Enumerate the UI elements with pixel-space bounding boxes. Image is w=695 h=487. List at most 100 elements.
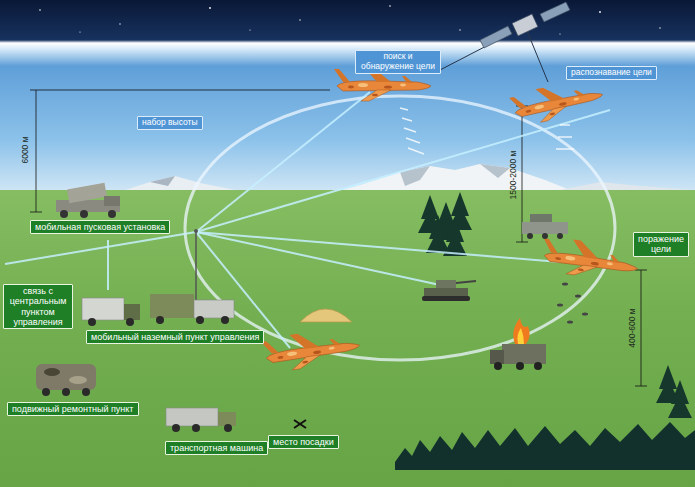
component-label: мобильная пусковая установка [30,220,170,234]
dimension-lines [516,242,528,243]
trees [418,192,692,418]
ground [0,190,695,487]
trees [668,380,692,418]
node-text: распознавание цели [571,68,652,78]
radar-vehicle [557,233,563,239]
radio-links [5,232,196,264]
ground-control-vehicles [82,294,234,326]
bombs [575,295,581,298]
stars [389,5,391,7]
ground-control-vehicles [150,294,194,318]
sensor-beams [556,148,574,150]
bombs [582,313,588,316]
landing-mark [294,420,306,428]
dimension-label: 400-600 м [628,308,637,347]
dimension-lines [30,90,647,386]
launcher-vehicle [67,183,107,203]
trees [443,218,467,256]
dimension-lines [522,106,523,242]
sensor-beams [406,138,420,143]
dimension-lines [30,90,330,91]
stars [119,23,120,24]
transport-vehicle [166,408,236,432]
sensor-beams [408,148,424,154]
transport-vehicle [218,412,236,426]
radar-vehicle [542,233,548,239]
ground-control-vehicles [196,316,204,324]
stage-label: поиск и обнаружение цели [355,50,441,74]
repair-vehicle [82,388,90,396]
trees [426,215,450,253]
ground-control-vehicles [82,298,124,320]
transport-vehicle [166,408,218,426]
node-text: место посадки [273,437,334,447]
repair-vehicle [69,376,87,384]
stars [79,31,80,32]
satellite [440,26,525,70]
ground-control-vehicles [156,316,164,324]
tank [436,280,456,288]
target-vehicle [516,362,524,370]
dimension-lines [635,386,647,387]
bombs [562,283,568,286]
stage-label: распознавание цели [566,66,657,80]
satellite [512,14,538,36]
illustration [509,76,606,128]
ground-control-vehicles [124,304,140,320]
bombs [557,304,563,307]
target-vehicle [534,362,542,370]
dimension-lines [641,270,642,386]
radio-links [196,92,370,232]
target-vehicle [490,318,546,370]
radar-vehicle [530,214,552,222]
launcher-vehicle [56,183,120,218]
launcher-vehicle [104,196,120,206]
mountains [480,164,510,178]
radar-vehicle [527,233,533,239]
illustration [539,235,640,283]
node-text: набор высоты [142,118,198,128]
component-label: связь с центральным пунктом управления [3,284,73,329]
tank [424,288,468,297]
satellite [525,26,548,82]
satellite [480,26,512,48]
mountains [400,166,430,186]
sensor-beams [400,108,408,110]
launcher-vehicle [60,210,68,218]
stars [659,27,660,28]
radar-vehicle [522,214,568,239]
stars [39,9,41,11]
antenna-mast [195,232,197,300]
satellite [540,2,570,22]
repair-vehicle [44,368,60,376]
target-vehicle [513,318,529,344]
launcher-vehicle [108,210,116,218]
node-text: поиск и обнаружение цели [360,52,436,72]
launcher-vehicle [80,210,88,218]
component-label: транспортная машина [165,441,268,455]
repair-vehicle [36,364,96,390]
target-vehicle [502,344,546,364]
landing-mark [294,420,306,428]
sensor-beams [560,124,570,126]
dimension-lines [30,212,42,213]
sensor-beams [402,118,412,121]
tank [456,281,476,283]
landing-mark [294,420,306,428]
repair-vehicle [62,388,70,396]
ground-control-vehicles [126,318,134,326]
stars [299,19,300,20]
radio-links [196,232,560,262]
stars [559,33,560,34]
repair-vehicle [36,364,96,396]
stage-label: поражение цели [633,232,689,257]
component-label: место посадки [268,435,339,449]
target-vehicle [517,328,524,344]
transport-vehicle [224,424,232,432]
dimension-label: 1500-2000 м [509,151,518,200]
tank [422,296,470,301]
sensor-beams [558,136,572,138]
transport-vehicle [192,424,200,432]
dimension-label: 6000 м [21,136,30,163]
